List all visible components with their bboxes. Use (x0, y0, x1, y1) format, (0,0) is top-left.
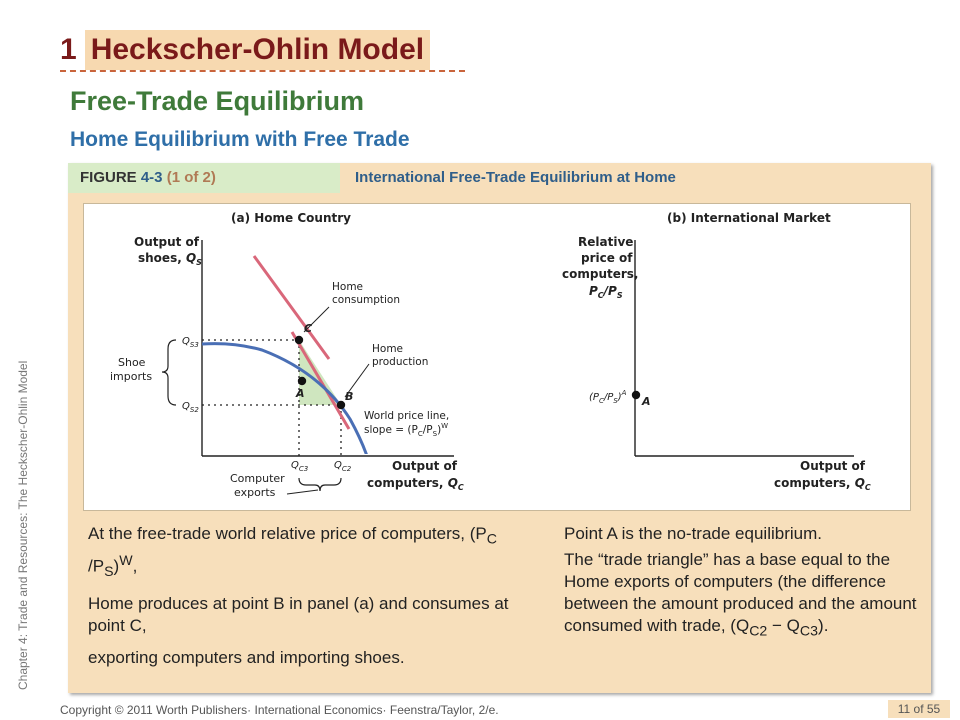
panel-a-y-label-line2: shoes, QS (138, 251, 202, 267)
point-c-marker (294, 335, 304, 345)
shoe-imports-label-1: Shoe (118, 356, 146, 369)
qc3-label: QC3 (291, 460, 308, 473)
panel-b-point-a-marker (631, 390, 641, 400)
world-price-line (290, 331, 351, 430)
point-a-label: A (295, 387, 305, 400)
shoe-imports-brace (161, 339, 177, 406)
body-left-paragraph-1: At the free-trade world relative price o… (88, 524, 497, 581)
panel-b-title: (b) International Market (667, 211, 831, 225)
figure-word: FIGURE (80, 169, 137, 186)
world-price-label-1: World price line, (364, 410, 449, 422)
panel-b-y-label-line3: computers, (562, 267, 639, 281)
figure-diagram: (a) Home Country Output of shoes, QS (83, 203, 911, 511)
panel-b-y-label-line1: Relative (578, 235, 633, 249)
diagram-svg: (a) Home Country Output of shoes, QS (110, 211, 871, 499)
trade-triangle (299, 340, 341, 405)
home-production-label-1: Home (372, 343, 403, 355)
figure-caption: International Free-Trade Equilibrium at … (355, 169, 676, 186)
body-text-right: Point A is the no-trade equilibrium. The… (564, 523, 926, 652)
computer-exports-pointer (286, 489, 319, 495)
body-text-left: At the free-trade world relative price o… (88, 523, 518, 679)
side-chapter-caption: Chapter 4: Trade and Resources: The Heck… (16, 360, 30, 690)
panel-a-x-label-line2: computers, QC (367, 476, 464, 492)
figure-tab: FIGURE 4-3 (1 of 2) (68, 163, 340, 193)
body-left-paragraph-2: Home produces at point B in panel (a) an… (88, 594, 509, 636)
world-price-label-2: slope = (PC/PS)W (364, 422, 448, 438)
panel-a-y-label-line1: Output of (134, 235, 200, 249)
title-divider (60, 70, 465, 72)
shoe-imports-label-2: imports (110, 370, 152, 383)
figure-part: (1 of 2) (166, 169, 216, 186)
panel-b-y-label-line4: PC/PS (589, 284, 623, 300)
copyright-notice: Copyright © 2011 Worth Publishers· Inter… (60, 703, 499, 717)
point-b-label: B (345, 390, 353, 403)
qc2-label: QC2 (334, 460, 352, 473)
home-production-label-2: production (372, 356, 428, 368)
body-left-paragraph-3: exporting computers and importing shoes. (88, 648, 405, 668)
ppf-curve (202, 342, 368, 454)
figure-panel: FIGURE 4-3 (1 of 2) International Free-T… (68, 163, 931, 693)
point-a-marker (297, 376, 307, 386)
panel-a-x-label-line1: Output of (392, 459, 458, 473)
slide-title: Heckscher-Ohlin Model (84, 30, 431, 70)
panel-b-price-label: (PC/PS)A (589, 389, 627, 405)
panel-b-x-label-line2: computers, QC (774, 476, 871, 492)
qs3-label: QS3 (182, 336, 199, 349)
home-consumption-label-2: consumption (332, 294, 400, 306)
computer-exports-label-2: exports (234, 486, 276, 499)
subsection-title: Home Equilibrium with Free Trade (70, 128, 410, 151)
slide-header: 1 Heckscher-Ohlin Model (60, 30, 431, 70)
body-right-paragraph-2: The “trade triangle” has a base equal to… (564, 550, 917, 640)
home-consumption-pointer (303, 306, 330, 333)
computer-exports-label-1: Computer (230, 472, 285, 485)
body-right-paragraph-1: Point A is the no-trade equilibrium. (564, 524, 822, 543)
panel-b-x-label-line1: Output of (800, 459, 866, 473)
section-number: 1 (60, 33, 77, 66)
home-consumption-label-1: Home (332, 281, 363, 293)
indifference-curve (252, 255, 331, 360)
panel-a-title: (a) Home Country (231, 211, 351, 225)
figure-number: 4-3 (140, 169, 163, 186)
qs2-label: QS2 (182, 401, 199, 414)
point-b-marker (336, 400, 346, 410)
computer-exports-brace (298, 477, 342, 492)
panel-b-y-label-line2: price of (581, 251, 633, 265)
home-production-pointer (344, 363, 370, 398)
section-title: Free-Trade Equilibrium (70, 86, 365, 116)
panel-b-point-a-label: A (641, 395, 651, 408)
page-number: 11 of 55 (888, 700, 950, 718)
